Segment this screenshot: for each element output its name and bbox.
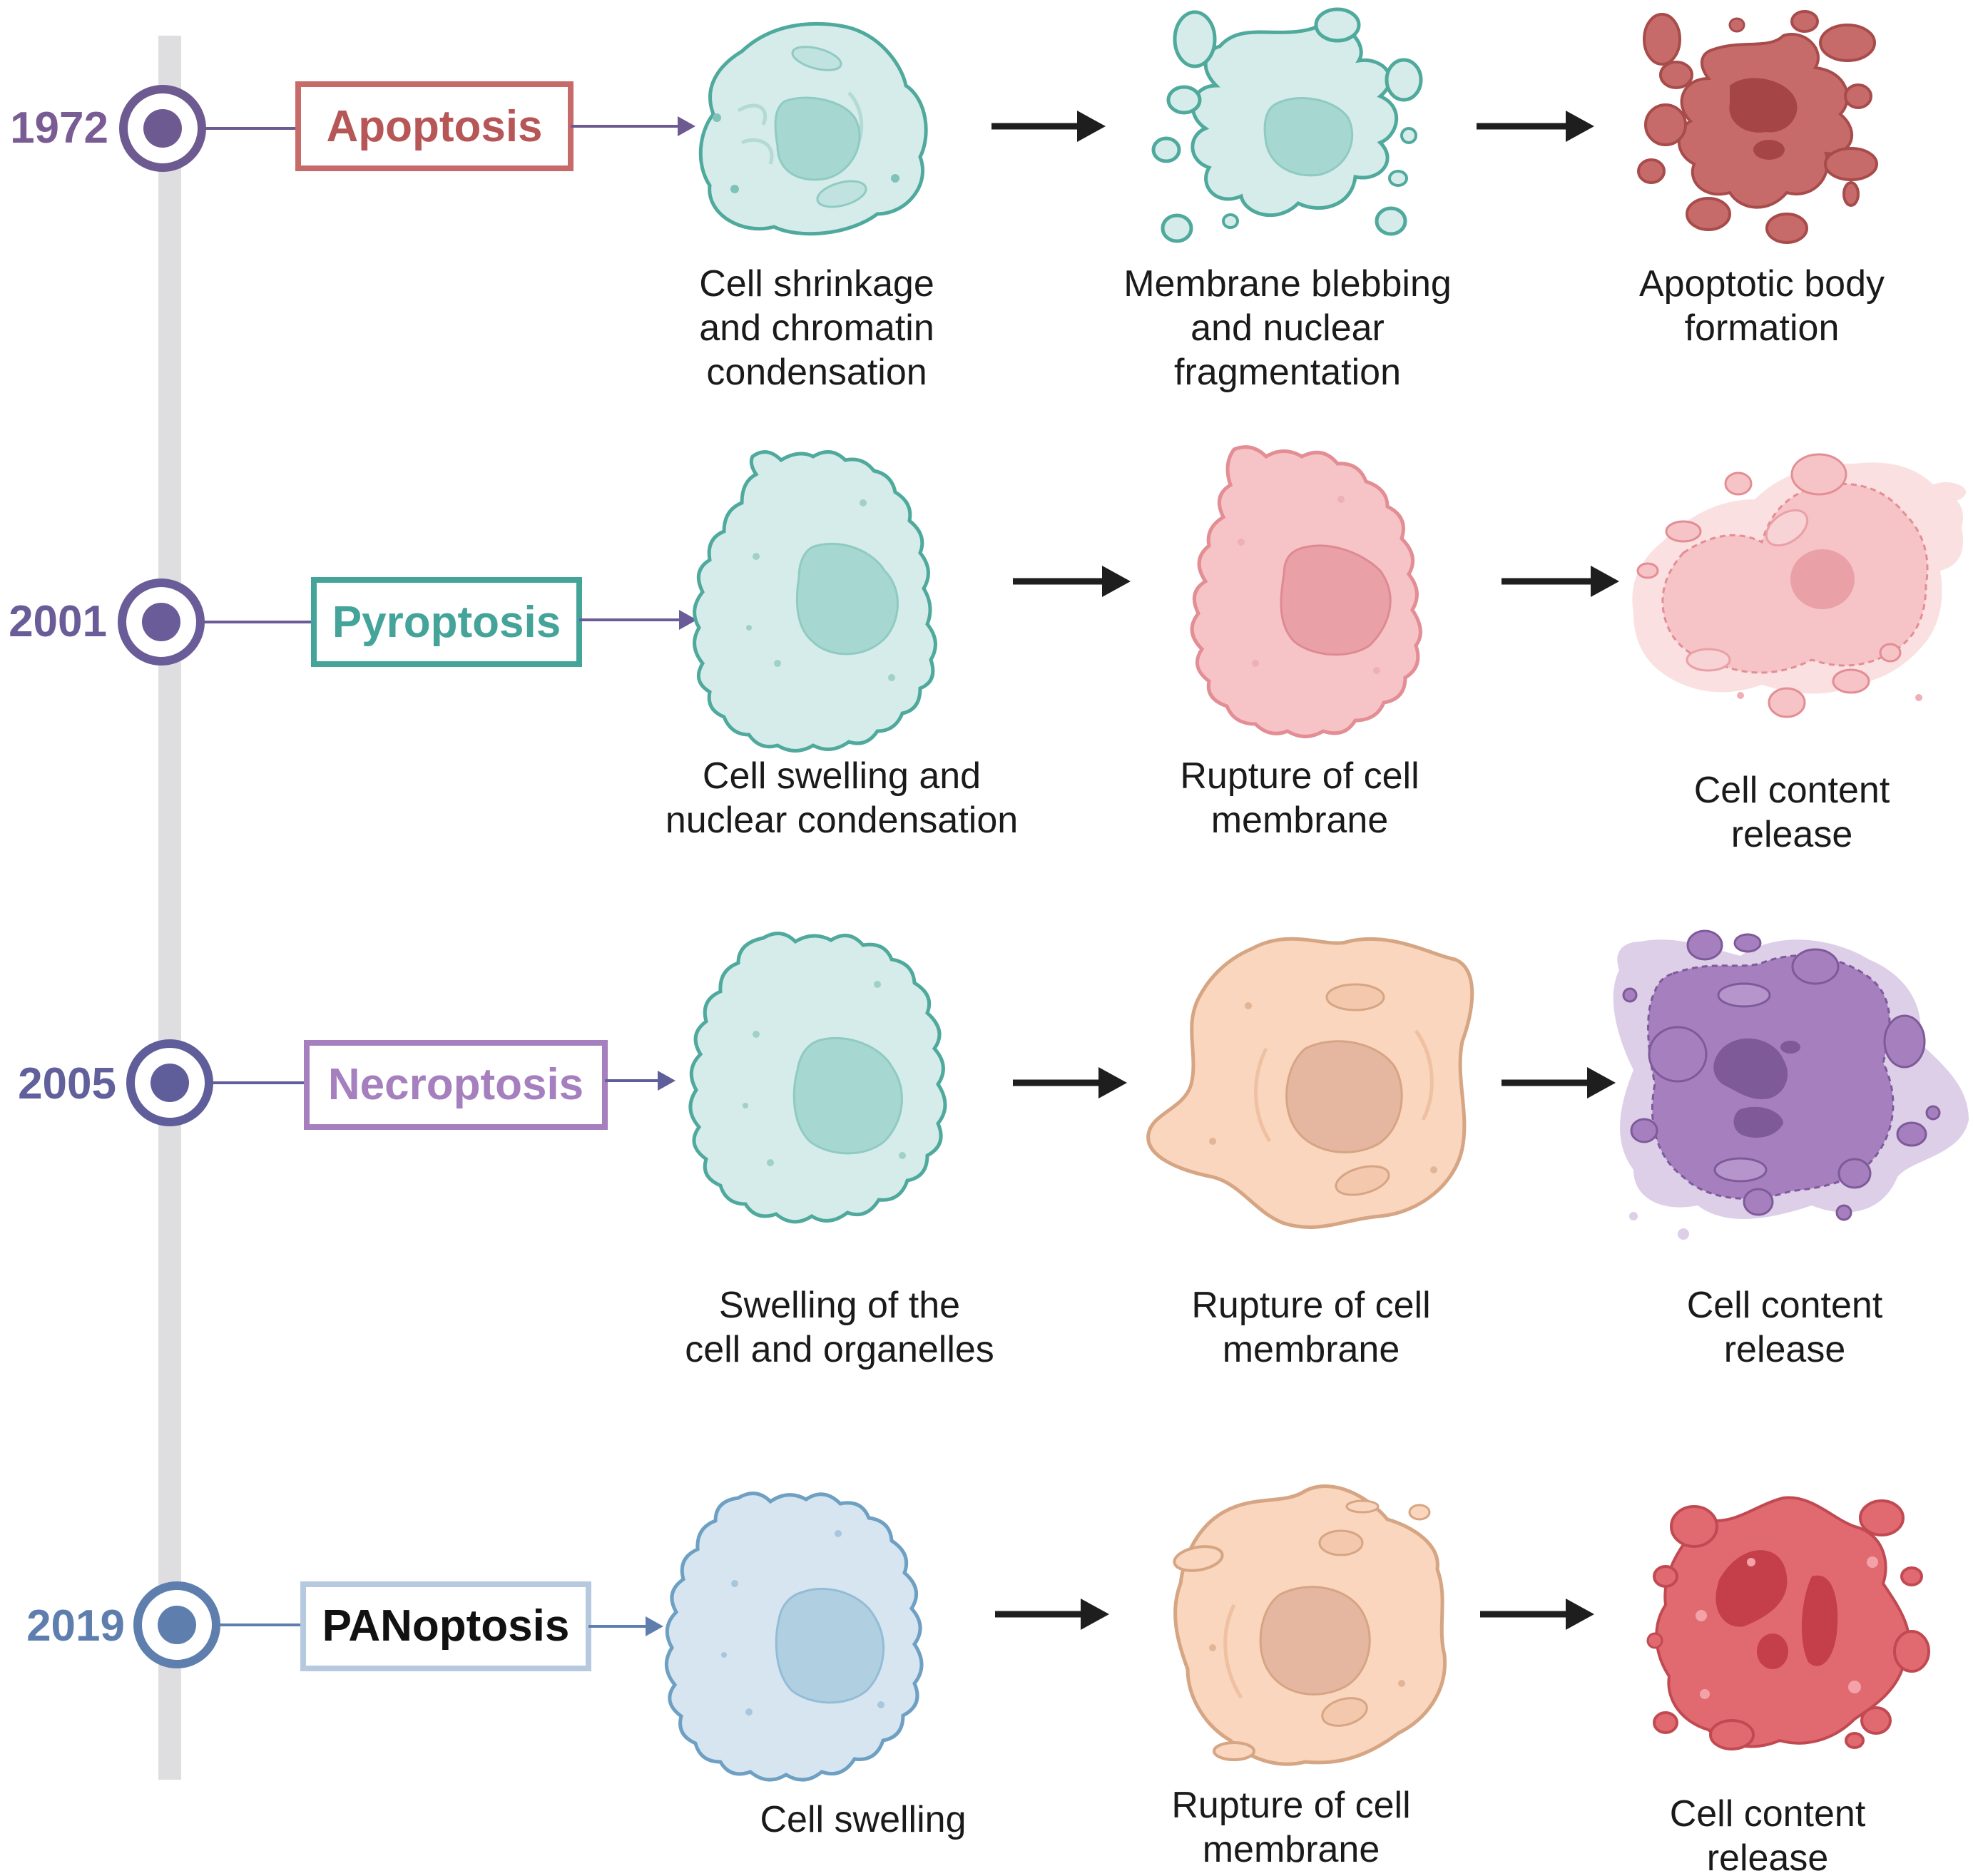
stage-caption: Cell shrinkage and chromatin condensatio… — [699, 263, 934, 393]
svg-text:Cell content: Cell content — [1670, 1793, 1866, 1835]
pointer-arrow — [588, 1616, 663, 1636]
svg-text:membrane: membrane — [1223, 1329, 1400, 1370]
row-necroptosis: 2005 Necroptosis — [18, 929, 1969, 1370]
svg-text:Cell swelling and: Cell swelling and — [703, 755, 981, 797]
apoptotic-bodies-illustration — [1637, 10, 1878, 244]
membrane-rupture-illustration — [1190, 445, 1422, 738]
row-panoptosis: 2019 PANoptosis — [26, 1484, 1930, 1876]
svg-text:Cell swelling: Cell swelling — [760, 1799, 967, 1840]
svg-text:Rupture of cell: Rupture of cell — [1191, 1285, 1430, 1326]
year-label: 1972 — [10, 103, 108, 153]
membrane-blebbing-illustration — [1151, 7, 1423, 243]
content-release-illustration — [1632, 453, 1966, 718]
timeline-node — [126, 1039, 213, 1126]
stage-caption: Rupture of cell membrane — [1191, 1285, 1430, 1370]
svg-text:condensation: condensation — [706, 352, 927, 393]
row-pyroptosis: 2001 Pyroptosis — [9, 445, 1966, 855]
stage-caption: Swelling of the cell and organelles — [685, 1285, 994, 1370]
pointer-arrow — [571, 116, 695, 136]
timeline-node — [118, 578, 205, 666]
stage-caption: Rupture of cell membrane — [1180, 755, 1419, 841]
timeline-bar — [158, 36, 181, 1780]
stage-caption: Cell content release — [1687, 1285, 1883, 1370]
stage-caption: Cell content release — [1670, 1793, 1866, 1876]
svg-text:membrane: membrane — [1203, 1829, 1380, 1870]
method-label: PANoptosis — [322, 1601, 570, 1651]
svg-text:release: release — [1724, 1329, 1846, 1370]
cell-swelling-illustration — [693, 450, 937, 753]
timeline-node — [119, 85, 206, 172]
stage-caption: Cell swelling and nuclear condensation — [666, 755, 1018, 841]
svg-text:and nuclear: and nuclear — [1191, 307, 1385, 349]
content-release-illustration — [1646, 1496, 1930, 1750]
method-box — [295, 81, 573, 171]
cell-shrinkage-illustration — [698, 21, 928, 236]
method-label: Apoptosis — [326, 102, 542, 151]
cell-swelling-illustration — [688, 932, 947, 1224]
svg-text:Cell content: Cell content — [1687, 1285, 1883, 1326]
cell-swelling-illustration — [665, 1492, 924, 1782]
svg-text:fragmentation: fragmentation — [1174, 352, 1401, 393]
membrane-rupture-illustration — [1173, 1484, 1447, 1766]
stage-caption: Cell swelling — [760, 1799, 967, 1840]
pointer-arrow — [605, 1071, 675, 1091]
stage-caption: Membrane blebbing and nuclear fragmentat… — [1123, 263, 1452, 393]
row-apoptosis: 1972 Apoptosis — [10, 7, 1885, 393]
svg-text:nuclear condensation: nuclear condensation — [666, 800, 1018, 841]
timeline-node — [133, 1581, 220, 1668]
svg-text:Cell content: Cell content — [1694, 770, 1890, 811]
svg-text:release: release — [1731, 814, 1853, 855]
svg-text:Membrane blebbing: Membrane blebbing — [1123, 263, 1452, 305]
svg-text:cell and organelles: cell and organelles — [685, 1329, 994, 1370]
stage-caption: Apoptotic body formation — [1639, 263, 1885, 349]
method-box — [304, 1040, 608, 1130]
stage-caption: Rupture of cell membrane — [1171, 1785, 1410, 1870]
svg-text:Cell shrinkage: Cell shrinkage — [699, 263, 934, 305]
svg-text:and chromatin: and chromatin — [699, 307, 934, 349]
method-box — [311, 577, 582, 667]
swollen-cell-illustration — [1146, 937, 1474, 1229]
pointer-arrow — [579, 610, 697, 630]
svg-text:Swelling of the: Swelling of the — [719, 1285, 960, 1326]
svg-text:formation: formation — [1685, 307, 1840, 349]
content-release-illustration — [1613, 929, 1969, 1240]
year-label: 2005 — [18, 1059, 116, 1108]
method-label: Pyroptosis — [332, 598, 561, 647]
stage-caption: Cell content release — [1694, 770, 1890, 855]
svg-text:membrane: membrane — [1211, 800, 1389, 841]
year-label: 2001 — [9, 597, 107, 646]
svg-text:Apoptotic body: Apoptotic body — [1639, 263, 1885, 305]
svg-text:Rupture of cell: Rupture of cell — [1171, 1785, 1410, 1826]
year-label: 2019 — [26, 1601, 125, 1651]
svg-text:Rupture of cell: Rupture of cell — [1180, 755, 1419, 797]
svg-text:release: release — [1707, 1837, 1829, 1876]
method-label: Necroptosis — [328, 1060, 583, 1109]
